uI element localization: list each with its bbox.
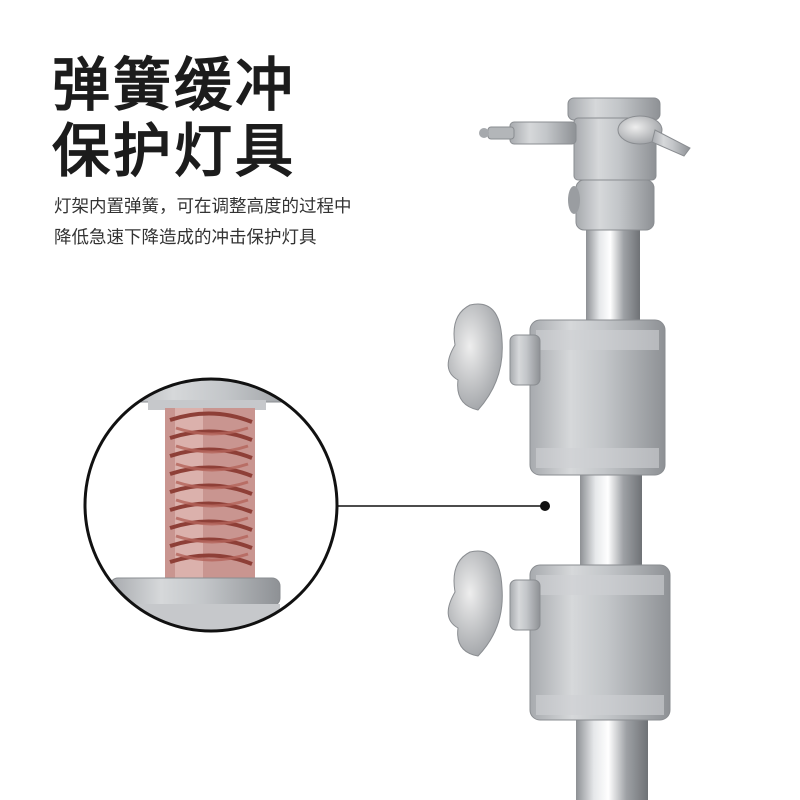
description: 灯架内置弹簧，可在调整高度的过程中 降低急速下降造成的冲击保护灯具 bbox=[54, 192, 352, 254]
headline: 弹簧缓冲 保护灯具 bbox=[52, 52, 296, 184]
upper-clamp bbox=[447, 303, 666, 476]
description-line-2: 降低急速下降造成的冲击保护灯具 bbox=[54, 228, 317, 248]
lower-knob-icon bbox=[447, 550, 503, 657]
spring-zoom-icon bbox=[83, 377, 339, 633]
top-spigot bbox=[479, 97, 691, 231]
callout-dot bbox=[540, 501, 550, 511]
light-stand-illustration bbox=[447, 97, 691, 800]
headline-line-1: 弹簧缓冲 bbox=[52, 51, 297, 119]
description-line-1: 灯架内置弹簧，可在调整高度的过程中 bbox=[54, 197, 352, 217]
upper-knob-icon bbox=[447, 303, 503, 411]
lower-clamp bbox=[447, 550, 671, 721]
spring-coils bbox=[169, 411, 253, 566]
headline-line-2: 保护灯具 bbox=[52, 117, 297, 185]
